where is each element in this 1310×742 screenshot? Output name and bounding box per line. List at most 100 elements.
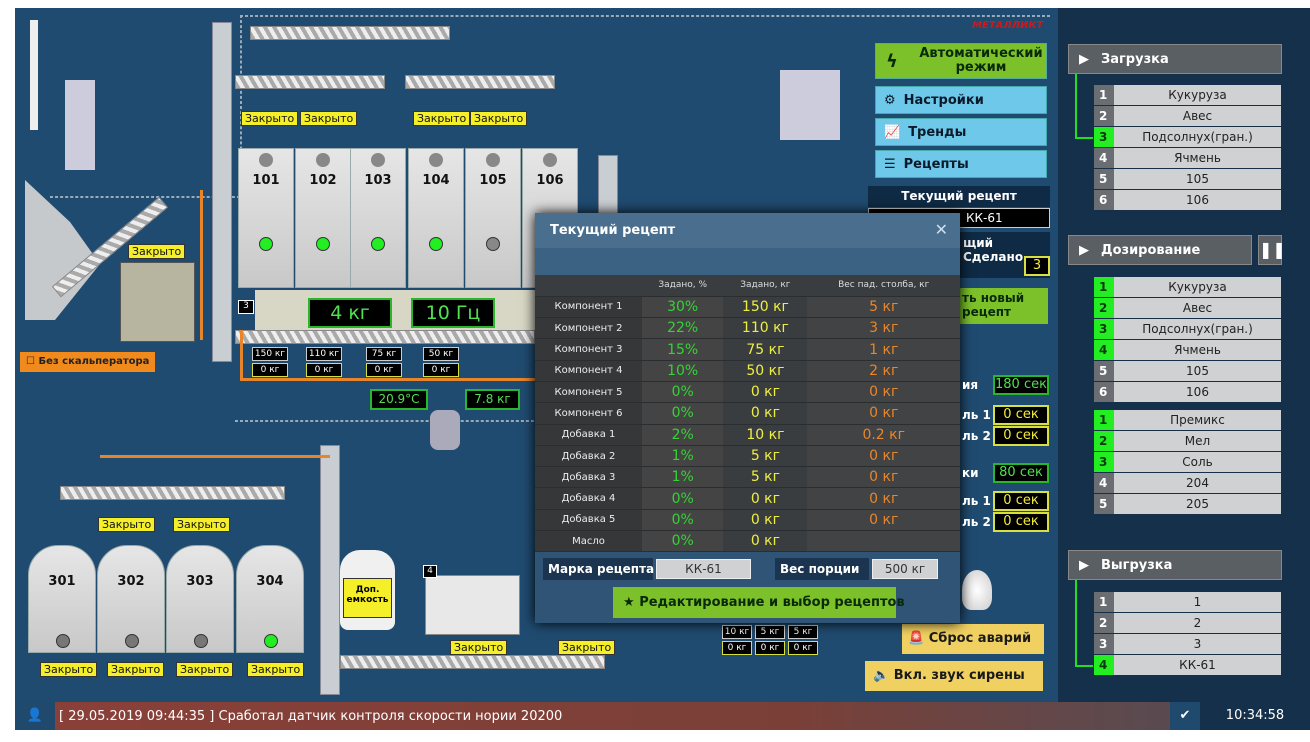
settings-button[interactable]: ⚙Настройки (875, 86, 1047, 114)
actual-weight: 0 кг (788, 641, 818, 655)
item-label: Подсолнух(гран.) (1114, 319, 1281, 339)
gate-status-closed[interactable]: Закрыто (128, 244, 186, 259)
timer-value: 0 сек (993, 426, 1049, 446)
gate-status-closed[interactable]: Закрыто (98, 517, 156, 532)
recipe-mark-field[interactable]: КК-61 (656, 559, 751, 579)
user-icon[interactable]: 👤 (15, 702, 55, 730)
gate-status-closed[interactable]: Закрыто (176, 662, 234, 677)
item-number: 4 (1094, 148, 1114, 168)
gate-status-closed[interactable]: Закрыто (413, 111, 471, 126)
timer-label: ия (962, 378, 979, 392)
reset-alarms-button[interactable]: 🚨 Сброс аварий (902, 624, 1044, 654)
mixer-weight-display: 7.8 кг (465, 389, 520, 410)
dosing-header[interactable]: ▶Дозирование (1068, 235, 1252, 265)
gate-status-closed[interactable]: Закрыто (247, 662, 305, 677)
timer-value: 0 сек (993, 405, 1049, 425)
silo-number: 303 (186, 574, 214, 589)
set-kg: 0 кг (723, 402, 808, 425)
item-number: 3 (1094, 319, 1114, 339)
pipe (200, 190, 203, 340)
silo-cap (429, 153, 443, 167)
pipe (100, 455, 330, 458)
timer-value: 180 сек (993, 375, 1049, 395)
set-percent: 1% (642, 445, 724, 468)
falling-column-weight: 0 кг (807, 466, 960, 489)
close-icon[interactable]: ✕ (934, 220, 948, 239)
item-number: 3 (1094, 452, 1114, 472)
actual-weight: 0 кг (423, 363, 459, 377)
pause-button[interactable]: ❚❚ (1258, 235, 1286, 265)
silo-number: 104 (422, 173, 450, 188)
item-number: 6 (1094, 190, 1114, 210)
timer-label: ль 1 (962, 494, 991, 508)
siren-button[interactable]: 🔈 Вкл. звук сирены (865, 661, 1043, 691)
unloading-header[interactable]: ▶Выгрузка (1068, 550, 1282, 580)
no-scalperator-toggle[interactable]: ☐ Без скальператора (20, 352, 155, 372)
silo-cap (316, 153, 330, 167)
column-header: Задано, % (642, 275, 724, 297)
set-percent: 2% (642, 424, 724, 446)
weight-display: 4 кг (308, 298, 392, 328)
timer-value: 0 сек (993, 512, 1049, 532)
gate-status-closed[interactable]: Закрыто (450, 640, 508, 655)
silo: 301 (28, 545, 96, 653)
loading-header[interactable]: ▶Загрузка (1068, 44, 1282, 74)
play-icon: ▶ (1079, 242, 1089, 258)
gate-status-closed[interactable]: Закрыто (300, 111, 358, 126)
collector-screw (235, 330, 535, 344)
trends-button[interactable]: 📈Тренды (875, 118, 1047, 146)
status-bar: 👤 [ 29.05.2019 09:44:35 ] Сработал датчи… (15, 702, 1310, 730)
item-label: 106 (1114, 382, 1281, 402)
level-indicator (429, 237, 443, 251)
scale-number: 3 (238, 300, 254, 314)
portion-weight-field[interactable]: 500 кг (872, 559, 938, 579)
falling-column-weight: 0 кг (807, 381, 960, 404)
falling-column-weight: 0 кг (807, 509, 960, 532)
settings-label: Настройки (903, 92, 984, 108)
mixer-number: 4 (423, 565, 437, 578)
recipes-button[interactable]: ☰Рецепты (875, 150, 1047, 178)
active-connector (1075, 74, 1077, 138)
gate-status-closed[interactable]: Закрыто (558, 640, 616, 655)
gate-status-closed[interactable]: Закрыто (470, 111, 528, 126)
acknowledge-icon[interactable]: ✔ (1170, 702, 1200, 730)
item-number: 5 (1094, 169, 1114, 189)
gate-status-closed[interactable]: Закрыто (241, 111, 299, 126)
elevator (320, 445, 340, 695)
screw-conveyor (60, 486, 285, 500)
edit-recipes-button[interactable]: ★ Редактирование и выбор рецептов (613, 587, 905, 618)
gate-status-closed[interactable]: Закрыто (173, 517, 231, 532)
component-name: Добавка 3 (535, 466, 642, 489)
gate-status-closed[interactable]: Закрыто (107, 662, 165, 677)
recipe-mark-label: Марка рецепта (543, 558, 654, 580)
gate-status-closed[interactable]: Закрыто (40, 662, 98, 677)
no-scalperator-label: Без скальператора (38, 356, 150, 367)
set-percent: 0% (642, 487, 724, 510)
